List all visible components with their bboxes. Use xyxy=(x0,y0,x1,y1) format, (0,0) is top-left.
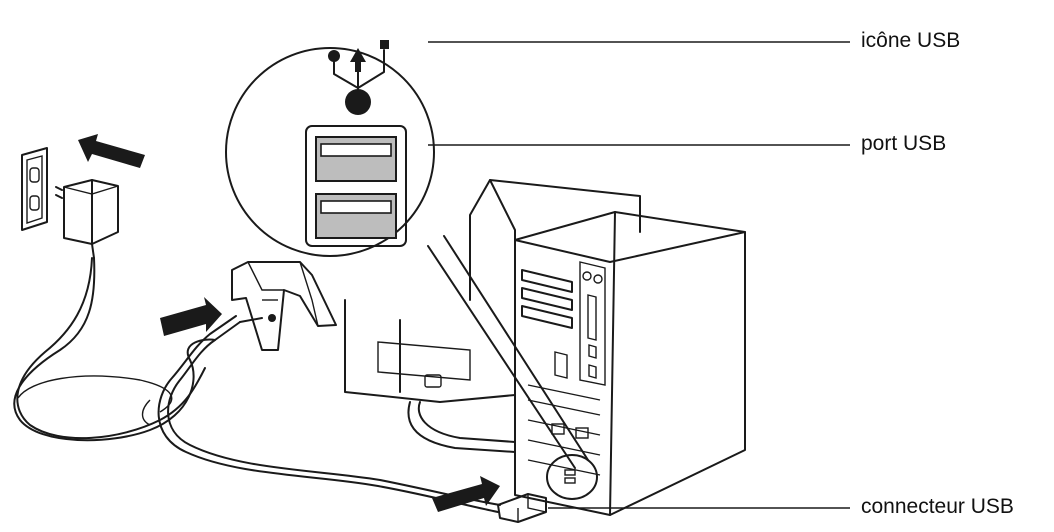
leader-lines xyxy=(428,41,850,509)
usb-port xyxy=(305,125,407,247)
usb-port-label: port USB xyxy=(861,132,947,155)
arrow-icon-outlet xyxy=(78,134,145,168)
usb-cable xyxy=(141,315,501,513)
usb-icon-label: icône USB xyxy=(861,29,961,52)
usb-connector-label: connecteur USB xyxy=(861,495,1014,518)
tower-computer xyxy=(514,211,746,516)
power-adapter xyxy=(55,179,119,259)
arrow-icon xyxy=(78,134,500,512)
wall-outlet xyxy=(21,147,48,231)
cradle xyxy=(231,261,337,351)
usb-connector-plug xyxy=(497,493,547,523)
zoom-callout xyxy=(225,40,589,469)
power-cable xyxy=(13,257,216,442)
arrow-icon-cradle xyxy=(160,297,222,336)
arrow-icon-computer xyxy=(432,476,500,512)
usb-icon xyxy=(328,40,389,115)
